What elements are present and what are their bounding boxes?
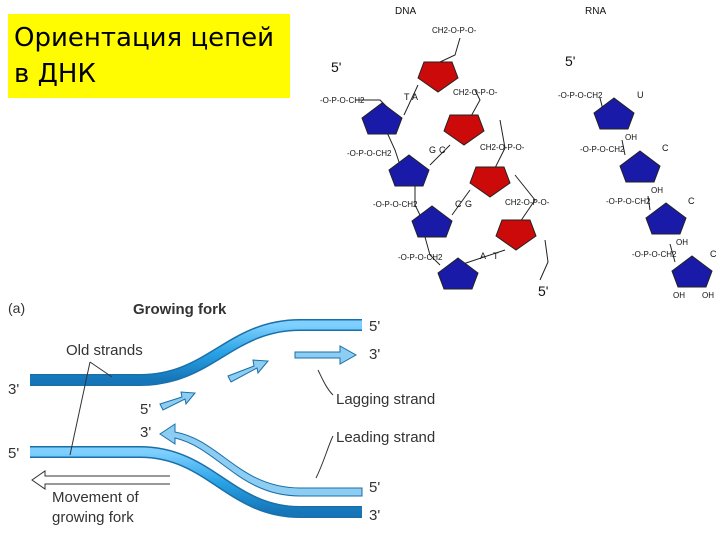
- dna-five-prime-bottom: 5': [538, 283, 548, 299]
- svg-text:CH2-O-P-O-: CH2-O-P-O-: [453, 88, 498, 97]
- svg-text:OH: OH: [651, 186, 663, 195]
- svg-text:C: C: [455, 199, 462, 209]
- okazaki-fragment: [159, 391, 196, 411]
- movement-arrow: [31, 470, 170, 490]
- dna-sugar: [437, 257, 479, 290]
- dna-five-prime-top: 5': [331, 59, 341, 75]
- rna-sugar: [645, 202, 687, 235]
- label-pointers: [69, 361, 334, 479]
- svg-text:T: T: [493, 251, 499, 261]
- svg-text:3': 3': [369, 507, 380, 524]
- svg-text:3': 3': [369, 346, 380, 363]
- rna-header: RNA: [585, 6, 606, 17]
- svg-text:OH: OH: [625, 133, 637, 142]
- dna-sugar: [469, 166, 511, 198]
- rna-sugar: [619, 150, 661, 183]
- panel-label: (a): [8, 300, 25, 316]
- lagging-strand-fragments: [159, 345, 358, 411]
- dna-right-sugars: [417, 61, 537, 251]
- dna-right-bases: A C G T: [412, 92, 499, 261]
- dna-left-backbone: [355, 84, 506, 266]
- svg-text:3': 3': [140, 424, 151, 441]
- svg-text:U: U: [637, 90, 644, 100]
- svg-text:5': 5': [8, 445, 19, 462]
- dna-left-sugars: [361, 102, 479, 290]
- svg-text:OH: OH: [702, 291, 714, 300]
- svg-text:A: A: [480, 251, 486, 261]
- leading-strand-label: Leading strand: [336, 429, 435, 446]
- dna-sugar: [417, 61, 459, 93]
- svg-text:5': 5': [140, 401, 151, 418]
- svg-text:OH: OH: [676, 238, 688, 247]
- replication-fork-diagram: (a) Growing fork Old strands Lagging str…: [8, 300, 435, 526]
- fork-title: Growing fork: [133, 301, 227, 318]
- svg-text:T: T: [404, 92, 410, 102]
- rna-oh-labels: OH OH OH OH OH: [625, 133, 714, 300]
- svg-text:-O-P-O-CH2: -O-P-O-CH2: [320, 96, 365, 105]
- svg-text:-O-P-O-CH2: -O-P-O-CH2: [580, 145, 625, 154]
- old-strands-label: Old strands: [66, 342, 143, 359]
- old-strand-bottom: [30, 447, 362, 517]
- rna-sugars: [593, 97, 713, 288]
- okazaki-fragment: [227, 359, 270, 383]
- svg-text:OH: OH: [673, 291, 685, 300]
- svg-text:-O-P-O-CH2: -O-P-O-CH2: [558, 91, 603, 100]
- old-strand-top: [30, 320, 362, 385]
- lagging-strand-label: Lagging strand: [336, 391, 435, 408]
- dna-sugar: [388, 154, 430, 187]
- dna-header: DNA: [395, 6, 416, 17]
- svg-text:-O-P-O-CH2: -O-P-O-CH2: [632, 250, 677, 259]
- dna-rna-structure: DNA RNA 5' 5' 5': [320, 6, 717, 300]
- svg-text:5': 5': [369, 318, 380, 335]
- strand-end-labels: 3' 5' 5' 3' 5' 3' 5' 3': [8, 318, 380, 524]
- svg-text:G: G: [465, 199, 472, 209]
- svg-text:-O-P-O-CH2: -O-P-O-CH2: [398, 253, 443, 262]
- svg-text:-O-P-O-CH2: -O-P-O-CH2: [347, 149, 392, 158]
- dna-sugar: [361, 102, 403, 135]
- dna-sugar: [443, 114, 485, 146]
- rna-phosphates: -O-P-O-CH2 -O-P-O-CH2 -O-P-O-CH2 -O-P-O-…: [558, 91, 677, 259]
- dna-sugar: [495, 219, 537, 251]
- svg-text:3': 3': [8, 381, 19, 398]
- svg-text:G: G: [429, 145, 436, 155]
- svg-text:C: C: [710, 249, 717, 259]
- title-box: Ориентация цепей в ДНК: [8, 14, 290, 98]
- svg-text:C: C: [439, 145, 446, 155]
- dna-left-phosphates: -O-P-O-CH2 -O-P-O-CH2 -O-P-O-CH2 -O-P-O-…: [320, 96, 443, 262]
- movement-label-line1: Movement of: [52, 489, 140, 506]
- rna-sugar: [593, 97, 635, 130]
- svg-text:-O-P-O-CH2: -O-P-O-CH2: [606, 197, 651, 206]
- svg-text:C: C: [662, 143, 669, 153]
- dna-sugar: [411, 205, 453, 238]
- rna-bases: U C C C: [637, 90, 717, 259]
- svg-text:A: A: [412, 92, 418, 102]
- svg-text:CH2-O-P-O-: CH2-O-P-O-: [480, 143, 525, 152]
- rna-sugar: [671, 255, 713, 288]
- svg-text:CH2-O-P-O-: CH2-O-P-O-: [505, 198, 550, 207]
- dna-right-backbone: [439, 37, 549, 281]
- rna-five-prime: 5': [565, 53, 575, 69]
- leading-strand: [159, 423, 363, 497]
- okazaki-fragment: [294, 345, 358, 365]
- svg-text:CH2-O-P-O-: CH2-O-P-O-: [432, 26, 477, 35]
- movement-label-line2: growing fork: [52, 509, 134, 526]
- svg-text:C: C: [688, 196, 695, 206]
- svg-text:5': 5': [369, 479, 380, 496]
- dna-left-bases: T G C A: [404, 92, 486, 261]
- dna-right-phosphates: CH2-O-P-O- CH2-O-P-O- CH2-O-P-O- CH2-O-P…: [432, 26, 550, 207]
- slide-title: Ориентация цепей в ДНК: [14, 23, 275, 89]
- svg-text:-O-P-O-CH2: -O-P-O-CH2: [373, 200, 418, 209]
